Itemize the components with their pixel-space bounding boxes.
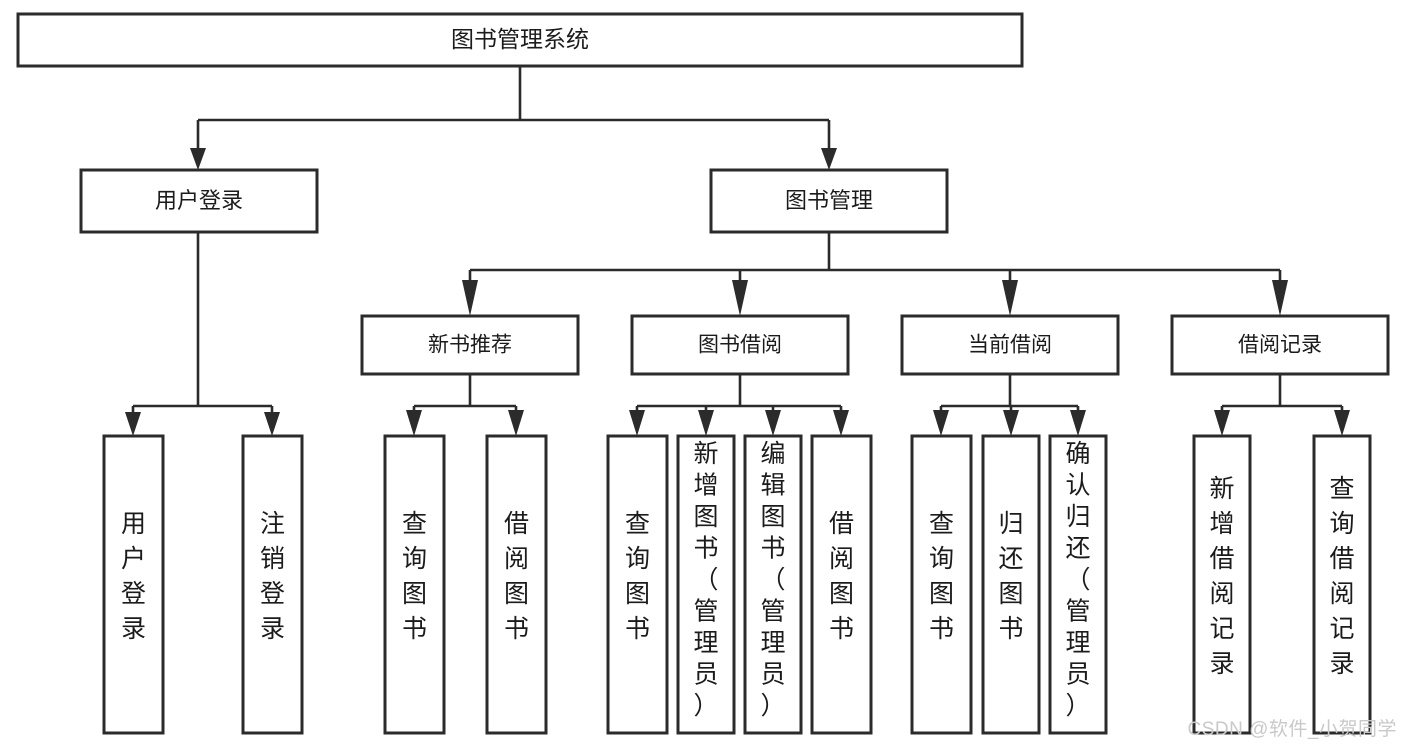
edge-layer xyxy=(125,66,1350,436)
arrowhead-to-current-borrow xyxy=(1002,280,1018,316)
leaf-node[interactable]: 编辑图书（管理员） xyxy=(743,434,803,735)
leaf-label: 归还图书 xyxy=(998,510,1023,643)
leaf-box xyxy=(606,434,669,735)
current-borrow-box xyxy=(900,314,1120,376)
arrowhead-cb-leaf-2 xyxy=(1003,410,1019,436)
arrowhead-bb-leaf-3 xyxy=(765,410,781,436)
arrowhead-bb-leaf-2 xyxy=(698,410,714,436)
leaf-node[interactable]: 用户登录 xyxy=(102,434,165,735)
leaf-label: 查询图书 xyxy=(625,510,650,643)
arrowhead-root-to-user-login xyxy=(190,148,206,170)
leaf-box xyxy=(1312,434,1372,735)
user-login-box xyxy=(79,168,319,234)
leaf-label: 借阅图书 xyxy=(504,510,529,643)
leaf-label: 查询图书 xyxy=(929,510,954,643)
book-manage-box xyxy=(709,168,949,234)
borrow-record-box xyxy=(1170,314,1390,376)
leaf-label: 用户登录 xyxy=(121,510,146,643)
leaf-label: 借阅图书 xyxy=(829,510,854,643)
leaf-node[interactable]: 查询图书 xyxy=(383,434,446,735)
node-user-login[interactable]: 用户登录 xyxy=(79,168,319,234)
leaf-box xyxy=(383,434,446,735)
node-current-borrow[interactable]: 当前借阅 xyxy=(900,314,1120,376)
book-manage-label: 图书管理 xyxy=(785,188,873,213)
arrowhead-to-new-book-recommend xyxy=(462,280,478,316)
arrowhead-bb-leaf-4 xyxy=(833,410,849,436)
arrowhead-bb-leaf-1 xyxy=(629,410,645,436)
node-book-manage[interactable]: 图书管理 xyxy=(709,168,949,234)
arrowhead-user-login-leaf-2 xyxy=(264,412,280,436)
leaf-node[interactable]: 查询图书 xyxy=(910,434,973,735)
leaf-label: 新增借阅记录 xyxy=(1209,475,1234,678)
leaf-node[interactable]: 借阅图书 xyxy=(485,434,548,735)
leaf-box xyxy=(1048,434,1108,735)
leaf-box xyxy=(676,434,736,735)
root-label: 图书管理系统 xyxy=(451,26,589,52)
leaf-label: 确认归还（管理员） xyxy=(1065,440,1090,720)
current-borrow-label: 当前借阅 xyxy=(968,334,1052,357)
leaf-box xyxy=(241,434,304,735)
leaf-node[interactable]: 归还图书 xyxy=(981,434,1041,735)
arrowhead-nbr-leaf-2 xyxy=(508,410,524,436)
leaf-node[interactable]: 确认归还（管理员） xyxy=(1048,434,1108,735)
leaf-box xyxy=(102,434,165,735)
watermark: CSDN @软件_小贺同学 xyxy=(1187,719,1397,740)
arrowhead-cb-leaf-1 xyxy=(933,410,949,436)
arrowhead-cb-leaf-3 xyxy=(1070,410,1086,436)
user-login-label: 用户登录 xyxy=(155,188,243,213)
book-borrow-label: 图书借阅 xyxy=(698,334,782,357)
arrowhead-br-leaf-2 xyxy=(1334,410,1350,436)
leaf-box xyxy=(910,434,973,735)
leaf-box xyxy=(981,434,1041,735)
node-book-borrow[interactable]: 图书借阅 xyxy=(630,314,850,376)
leaf-box xyxy=(810,434,873,735)
leaf-label: 查询图书 xyxy=(402,510,427,643)
leaf-node[interactable]: 查询借阅记录 xyxy=(1312,434,1372,735)
new-book-recommend-box xyxy=(360,314,580,376)
leaf-node[interactable]: 新增借阅记录 xyxy=(1192,434,1252,735)
leaf-node[interactable]: 借阅图书 xyxy=(810,434,873,735)
arrowhead-root-to-book-manage xyxy=(821,148,837,170)
leaf-node-layer: 用户登录 注销登录 查询图书 借阅图书 查询图书 新增图书（管理员） 编辑图书（管理员） 借阅… xyxy=(102,434,1372,735)
node-borrow-record[interactable]: 借阅记录 xyxy=(1170,314,1390,376)
leaf-box xyxy=(485,434,548,735)
leaf-node[interactable]: 查询图书 xyxy=(606,434,669,735)
leaf-label: 新增图书（管理员） xyxy=(693,440,718,720)
leaf-node[interactable]: 注销登录 xyxy=(241,434,304,735)
node-root[interactable]: 图书管理系统 xyxy=(16,12,1024,68)
arrowhead-user-login-leaf-1 xyxy=(125,412,141,436)
new-book-recommend-label: 新书推荐 xyxy=(428,334,512,357)
leaf-box xyxy=(1192,434,1252,735)
arrowhead-to-book-borrow xyxy=(732,280,748,316)
leaf-label: 注销登录 xyxy=(260,510,285,643)
leaf-label: 查询借阅记录 xyxy=(1329,475,1354,678)
leaf-node[interactable]: 新增图书（管理员） xyxy=(676,434,736,735)
root-box xyxy=(16,12,1024,68)
book-borrow-box xyxy=(630,314,850,376)
borrow-record-label: 借阅记录 xyxy=(1238,334,1322,357)
arrowhead-to-borrow-record xyxy=(1272,280,1288,316)
leaf-box xyxy=(743,434,803,735)
arrowhead-br-leaf-1 xyxy=(1214,410,1230,436)
node-new-book-recommend[interactable]: 新书推荐 xyxy=(360,314,580,376)
arrowhead-nbr-leaf-1 xyxy=(406,410,422,436)
leaf-label: 编辑图书（管理员） xyxy=(760,440,785,720)
